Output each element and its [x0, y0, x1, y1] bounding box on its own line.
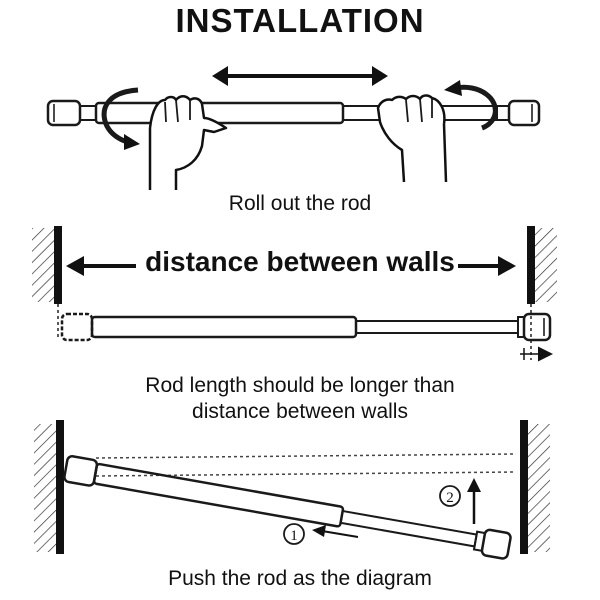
step3-caption: Push the rod as the diagram	[168, 567, 432, 590]
arrow-left-icon	[312, 525, 359, 538]
rod-rolled	[46, 99, 541, 127]
wall-hatch-icon	[32, 226, 62, 304]
wall-hatch-icon	[520, 420, 550, 554]
wall-hatch-icon	[34, 420, 64, 554]
step-marker-2	[439, 485, 461, 507]
step-marker-1	[283, 523, 305, 545]
double-arrow-icon	[212, 66, 388, 86]
step2-caption: Rod length should be longer than distanc…	[0, 373, 600, 425]
rod-tilted	[63, 455, 512, 560]
step-marker-2-label: 2	[446, 490, 454, 506]
step-marker-1-label: 1	[290, 528, 298, 544]
step2-caption-line2: distance between walls	[192, 400, 408, 423]
step1-illustration	[46, 66, 541, 190]
step2-illustration	[32, 226, 557, 362]
hand-icon	[148, 95, 228, 190]
step3-illustration: 1 2	[34, 420, 550, 560]
distance-label: distance between walls	[145, 246, 455, 277]
rotate-arrow-icon	[444, 80, 498, 131]
page-title: INSTALLATION	[175, 2, 425, 39]
rotate-arrow-icon	[101, 87, 140, 150]
step1-caption: Roll out the rod	[228, 192, 372, 215]
step2-caption-line1: Rod length should be longer than	[145, 374, 455, 397]
wall-hatch-icon	[527, 226, 557, 304]
rod-extended	[60, 312, 552, 342]
hand-icon	[376, 94, 448, 183]
arrow-up-icon	[467, 478, 481, 524]
